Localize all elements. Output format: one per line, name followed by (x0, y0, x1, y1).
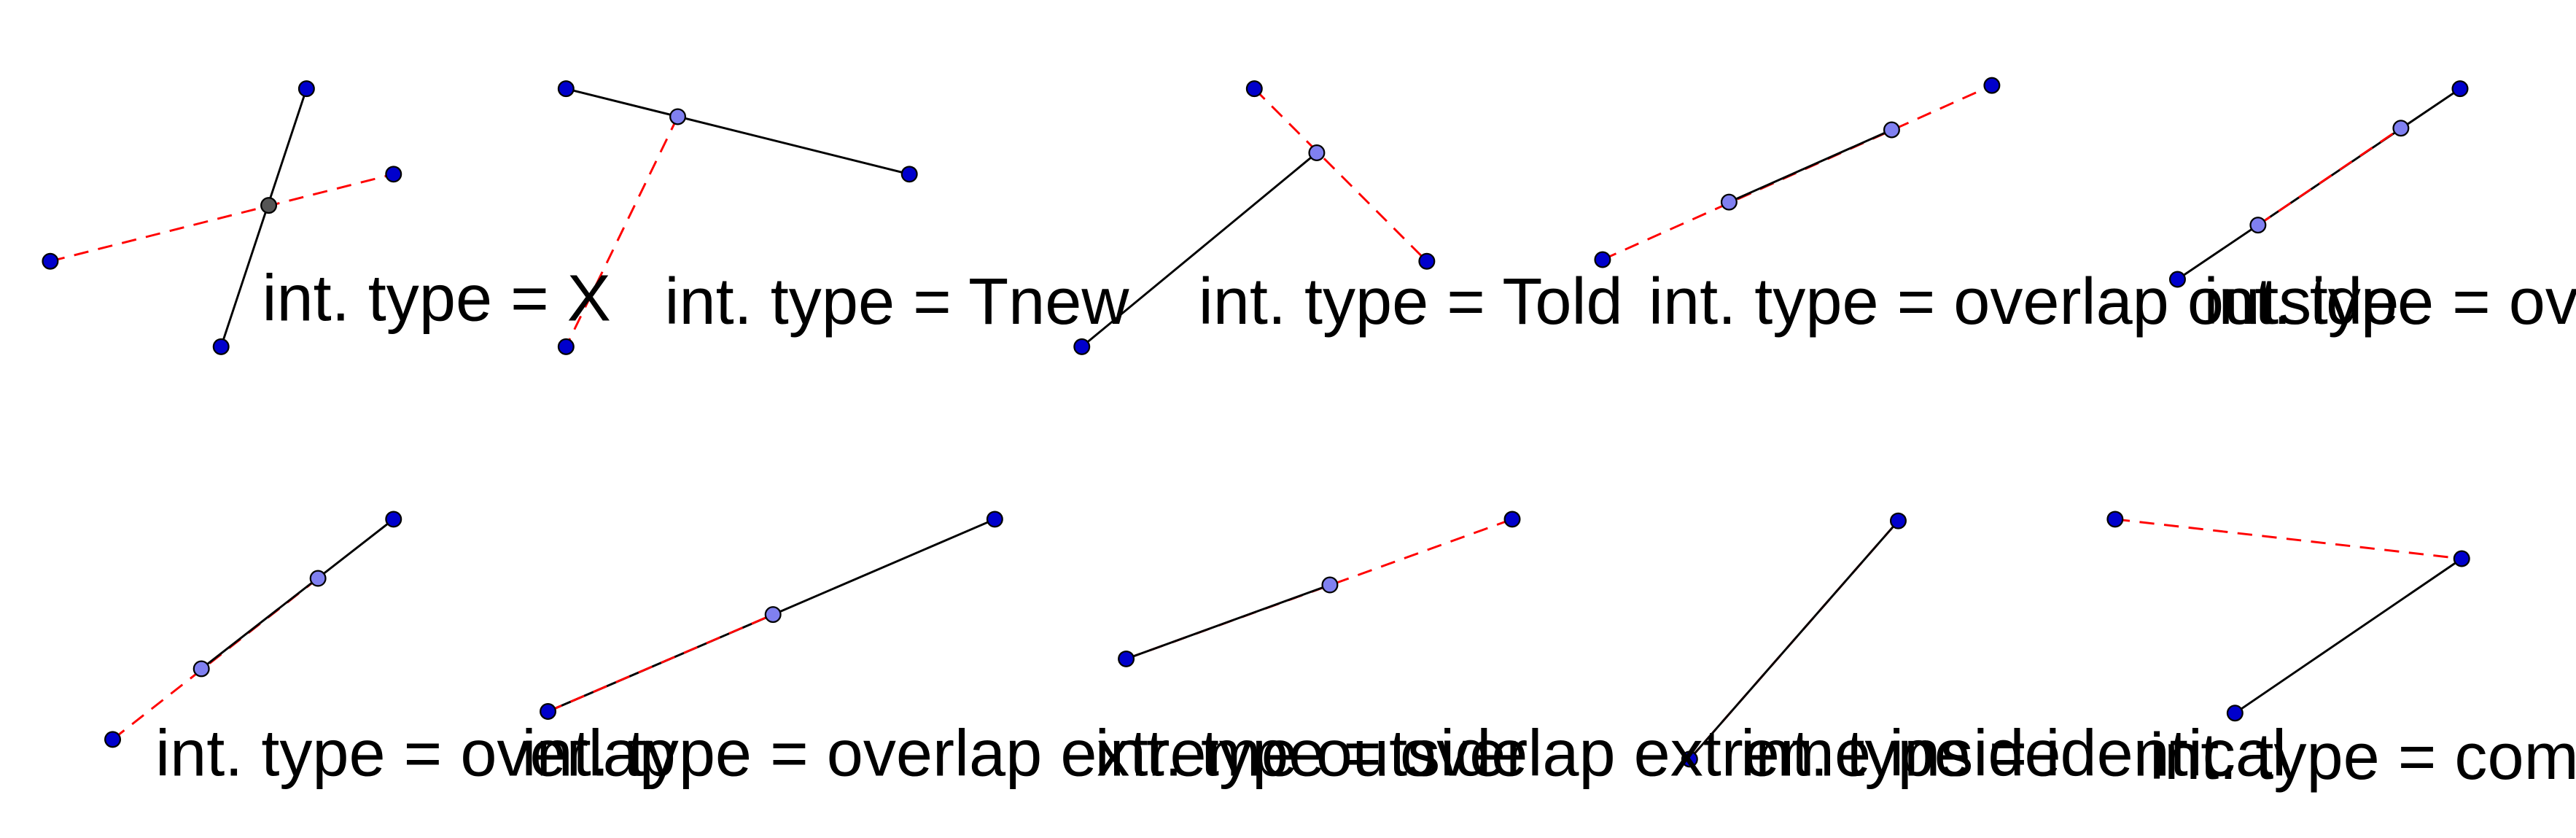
endpoint-point-x-3 (385, 166, 402, 183)
panel-told (1073, 80, 1436, 355)
panel-overlap (104, 511, 402, 748)
solid-segment-common-extreme-1 (2234, 557, 2463, 714)
dashed-segment-tnew-1 (565, 116, 679, 348)
endpoint-point-overlap-extreme-outside-1 (986, 511, 1003, 528)
panel-overlap-outside (1594, 77, 2001, 268)
intersection-point-overlap-extreme-outside-2 (764, 606, 782, 624)
diagram-labels: int. type = X int. type = Tnew int. type… (155, 261, 2576, 794)
label-overlap-inside: int. type = overlap inside (2204, 265, 2576, 338)
endpoint-point-overlap-outside-0 (1594, 251, 1611, 268)
label-overlap-extreme-outside: int. type = overlap extreme outside (522, 716, 1528, 790)
endpoint-point-tnew-1 (900, 166, 918, 183)
label-told: int. type = Told (1199, 265, 1623, 338)
panel-x (42, 80, 402, 355)
intersection-point-overlap-2 (192, 660, 210, 678)
intersection-point-overlap-3 (309, 570, 327, 587)
endpoint-point-told-0 (1073, 338, 1091, 355)
panel-common-extreme (2106, 511, 2470, 722)
solid-segment-told-0 (1081, 152, 1318, 348)
endpoint-point-told-2 (1418, 252, 1436, 270)
intersection-point-overlap-outside-2 (1720, 193, 1738, 211)
intersection-point-overlap-inside-2 (2249, 217, 2267, 234)
panel-identical (1681, 512, 1907, 768)
solid-segment-overlap-1 (201, 518, 394, 670)
endpoint-point-common-extreme-0 (2106, 511, 2124, 528)
endpoint-point-identical-0 (1681, 750, 1698, 768)
dashed-segment-x-1 (50, 173, 394, 263)
endpoint-point-tnew-0 (557, 80, 575, 98)
diagram-shapes (42, 77, 2470, 768)
dashed-segment-told-1 (1253, 88, 1428, 263)
endpoint-point-overlap-outside-1 (1983, 77, 2001, 94)
label-x: int. type = X (262, 261, 611, 335)
panel-overlap-inside (2168, 80, 2469, 288)
dashed-segment-overlap-outside-0 (1602, 84, 1993, 261)
endpoint-point-told-1 (1245, 80, 1263, 98)
intersection-point-tnew-3 (669, 108, 687, 125)
endpoint-point-overlap-inside-1 (2451, 80, 2469, 98)
endpoint-point-overlap-inside-0 (2168, 271, 2186, 288)
endpoint-point-overlap-0 (104, 731, 122, 748)
endpoint-point-overlap-1 (385, 511, 402, 528)
endpoint-point-overlap-extreme-outside-0 (540, 703, 557, 721)
solid-segment-overlap-outside-1 (1728, 128, 1893, 203)
label-identical: int. type = identical (1740, 716, 2287, 790)
panel-overlap-extreme-outside (540, 511, 1003, 721)
dashed-segment-common-extreme-0 (2114, 518, 2462, 560)
endpoint-point-overlap-extreme-inside-1 (1503, 511, 1521, 528)
solid-segment-tnew-0 (565, 88, 910, 176)
label-common-extreme: int. type = common extreme (2149, 720, 2576, 794)
panel-tnew (557, 80, 918, 355)
endpoint-point-x-0 (297, 80, 315, 98)
endpoint-point-common-extreme-2 (2453, 550, 2470, 567)
crossing-point-x-4 (260, 197, 278, 214)
solid-segment-identical-1 (1689, 520, 1899, 760)
endpoint-point-x-1 (212, 338, 230, 355)
solid-segment-x-0 (219, 88, 308, 347)
intersection-point-overlap-inside-3 (2392, 120, 2410, 137)
endpoint-point-tnew-2 (557, 338, 575, 355)
solid-segment-overlap-extreme-inside-1 (1126, 583, 1331, 660)
label-overlap: int. type = overlap (155, 716, 676, 790)
intersection-point-told-3 (1308, 144, 1326, 162)
dashed-segment-overlap-extreme-outside-1 (547, 613, 774, 713)
label-tnew: int. type = Tnew (665, 265, 1130, 338)
dashed-segment-overlap-inside-1 (2257, 127, 2402, 226)
intersection-point-overlap-extreme-inside-2 (1321, 576, 1339, 594)
label-overlap-outside: int. type = overlap outside (1649, 265, 2399, 338)
solid-segment-overlap-inside-0 (2176, 88, 2461, 281)
endpoint-point-identical-1 (1889, 512, 1907, 529)
intersection-point-overlap-outside-3 (1883, 121, 1900, 139)
endpoint-point-overlap-extreme-inside-0 (1118, 650, 1135, 667)
label-overlap-extreme-inside: int. type = overlap extreme inside (1095, 716, 2061, 790)
endpoint-point-x-2 (42, 252, 59, 270)
endpoint-point-common-extreme-1 (2226, 705, 2244, 722)
panel-overlap-extreme-inside (1118, 511, 1521, 667)
